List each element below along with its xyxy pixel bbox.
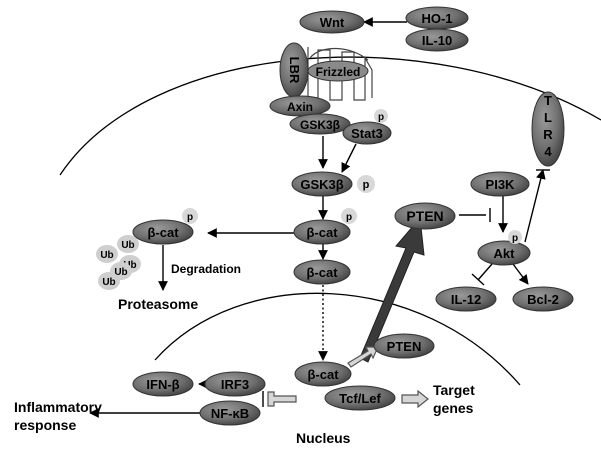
tlr4-letter: 4: [544, 144, 552, 159]
lbr-label: LBR: [287, 57, 302, 84]
node-nfkb: NF-κB: [199, 400, 261, 426]
inflammatory-label-line2: response: [14, 417, 76, 433]
node-irf3: IRF3: [204, 371, 266, 397]
gsk3b-label: GSK3β: [300, 177, 343, 192]
ho1-label: HO-1: [421, 11, 452, 26]
phospho-badge: [357, 175, 375, 193]
tcf-label: Tcf/Lef: [339, 391, 381, 406]
tlr4-letter: T: [544, 93, 552, 108]
gsk3b-complex-label: GSK3β: [300, 118, 340, 132]
tlr4-letter: L: [544, 110, 552, 125]
node-gsk3b-complex: GSK3β: [289, 113, 351, 135]
nucleus-label: Nucleus: [296, 430, 351, 446]
node-lbr: LBR: [279, 42, 309, 98]
bcat-cyto-label: β-cat: [306, 225, 338, 240]
node-wnt: Wnt: [299, 10, 365, 34]
bcat-nuc-label: β-cat: [307, 367, 339, 382]
svg-text:p: p: [378, 112, 384, 123]
bcat-deg-label: β-cat: [147, 225, 179, 240]
svg-text:p: p: [512, 233, 518, 244]
il12-label: IL-12: [451, 292, 481, 307]
stat3-label: Stat3: [351, 126, 383, 141]
node-bcat-cytoplasm: β-cat p: [293, 208, 357, 245]
proteasome-label: Proteasome: [118, 296, 198, 312]
frizzled-label: Frizzled: [316, 65, 361, 79]
node-bcat-mid: β-cat: [293, 259, 351, 285]
ubiquitin-cluster: Ub Ub Ub Ub Ub: [96, 235, 141, 290]
node-ho1: HO-1: [405, 6, 469, 30]
nuclear-membrane: [154, 292, 521, 386]
bcat-mid-label: β-cat: [306, 265, 338, 280]
node-il12: IL-12: [435, 286, 497, 312]
node-bcl2: Bcl-2: [512, 286, 574, 312]
node-pten-nucleus: PTEN: [373, 333, 435, 359]
outline-arrows: [267, 346, 429, 409]
svg-text:p: p: [346, 212, 352, 223]
ub-label: Ub: [123, 260, 136, 271]
axin-label: Axin: [287, 100, 313, 114]
node-il10: IL-10: [405, 28, 469, 52]
target-genes-label-line1: Target: [433, 382, 475, 398]
tlr4-letter: R: [543, 127, 553, 142]
node-gsk3b: GSK3β p: [291, 171, 375, 197]
arrows: [89, 17, 550, 418]
pten-cyto-label: PTEN: [406, 208, 443, 224]
node-akt: Akt p: [477, 230, 531, 266]
node-tlr4: T L R 4: [531, 91, 565, 167]
ifnb-label: IFN-β: [146, 377, 179, 392]
node-frizzled: Frizzled: [307, 60, 369, 82]
akt-label: Akt: [494, 246, 516, 261]
node-bcat-nucleus: β-cat: [294, 361, 352, 387]
ub-label: Ub: [102, 277, 115, 288]
ub-label: Ub: [100, 250, 113, 261]
pten-nuc-label: PTEN: [387, 339, 422, 354]
phospho-badge: [508, 230, 522, 244]
node-tcf-lef: Tcf/Lef: [324, 385, 396, 411]
node-pi3k: PI3K: [470, 171, 530, 197]
irf3-label: IRF3: [221, 377, 249, 392]
ub-label: Ub: [114, 267, 127, 278]
to-nfkb-inhibition-arrow-icon: [267, 391, 297, 407]
phospho-badge: [182, 208, 198, 224]
target-genes-label-line2: genes: [433, 400, 474, 416]
to-target-genes-arrow-icon: [401, 389, 429, 409]
il10-label: IL-10: [422, 33, 452, 48]
to-pten-nuclear-arrow-icon: [347, 346, 379, 368]
svg-text:p: p: [363, 179, 370, 191]
pi3k-label: PI3K: [486, 177, 516, 192]
node-ifnb: IFN-β: [132, 371, 194, 397]
nfkb-label: NF-κB: [211, 406, 249, 421]
node-axin: Axin: [269, 95, 331, 117]
node-pten-cytoplasm: PTEN: [394, 202, 456, 230]
node-bcat-degradation: β-cat p: [132, 208, 198, 245]
ub-label: Ub: [121, 240, 134, 251]
node-stat3: Stat3 p: [342, 109, 392, 145]
inflammatory-label-line1: Inflammatory: [14, 399, 102, 415]
bcl2-label: Bcl-2: [527, 292, 559, 307]
svg-text:p: p: [187, 212, 193, 223]
phospho-badge: [374, 109, 388, 123]
wnt-label: Wnt: [320, 15, 345, 30]
phospho-badge: [341, 208, 357, 224]
degradation-label: Degradation: [171, 262, 241, 276]
